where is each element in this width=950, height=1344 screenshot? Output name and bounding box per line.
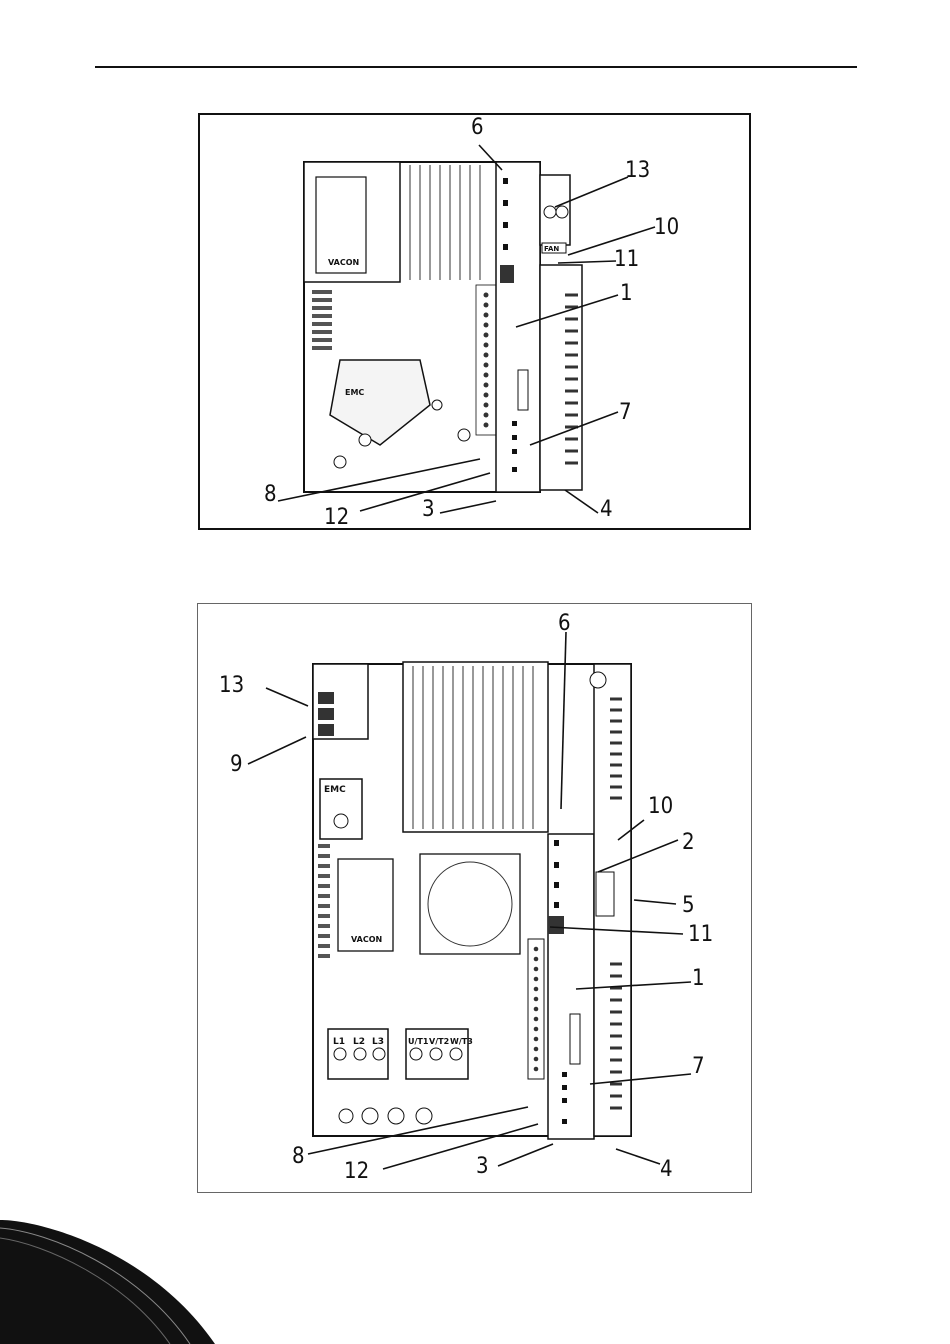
callout-1-bottom: 1 <box>692 968 705 990</box>
header-rule <box>95 66 857 68</box>
emc-label-bottom: EMC <box>324 785 346 795</box>
drive-drawing-bottom: EMC VACON L1 L2 <box>198 604 751 1192</box>
callout-3-top: 3 <box>422 499 435 521</box>
callout-10-bottom: 10 <box>648 796 673 818</box>
l1-label: L1 <box>333 1037 345 1047</box>
figure-bottom: EMC VACON L1 L2 <box>197 603 752 1193</box>
callout-13-top: 13 <box>625 160 650 182</box>
corner-swoosh <box>0 1210 240 1344</box>
emc-label-top: EMC <box>345 388 364 397</box>
callout-3-bottom: 3 <box>476 1156 489 1178</box>
callout-13-bottom: 13 <box>219 675 244 697</box>
callout-4-bottom: 4 <box>660 1159 673 1181</box>
callout-6-top: 6 <box>471 117 484 139</box>
l2-label: L2 <box>353 1037 365 1047</box>
callout-10-top: 10 <box>654 217 679 239</box>
callout-5-bottom: 5 <box>682 895 695 917</box>
callout-11-bottom: 11 <box>688 924 713 946</box>
callout-7-bottom: 7 <box>692 1056 705 1078</box>
callout-4-top: 4 <box>600 499 613 521</box>
figure-top: VACON EMC <box>198 113 751 530</box>
callout-12-bottom: 12 <box>344 1161 369 1183</box>
l3-label: L3 <box>372 1037 384 1047</box>
brand-label-top: VACON <box>328 258 359 267</box>
callout-2-bottom: 2 <box>682 832 695 854</box>
fan-label-top: FAN <box>544 245 559 253</box>
callout-9-bottom: 9 <box>230 754 243 776</box>
brand-label-bottom: VACON <box>351 935 382 944</box>
callout-8-bottom: 8 <box>292 1146 305 1168</box>
callout-7-top: 7 <box>619 402 632 424</box>
v-label: V/T2 <box>429 1037 449 1046</box>
callout-8-top: 8 <box>264 484 277 506</box>
callout-6-bottom: 6 <box>558 613 571 635</box>
drive-drawing-top: VACON EMC <box>200 115 749 528</box>
callout-12-top: 12 <box>324 507 349 529</box>
callout-11-top: 11 <box>614 249 639 271</box>
w-label: W/T3 <box>450 1037 473 1046</box>
callout-1-top: 1 <box>620 283 633 305</box>
u-label: U/T1 <box>408 1037 429 1046</box>
